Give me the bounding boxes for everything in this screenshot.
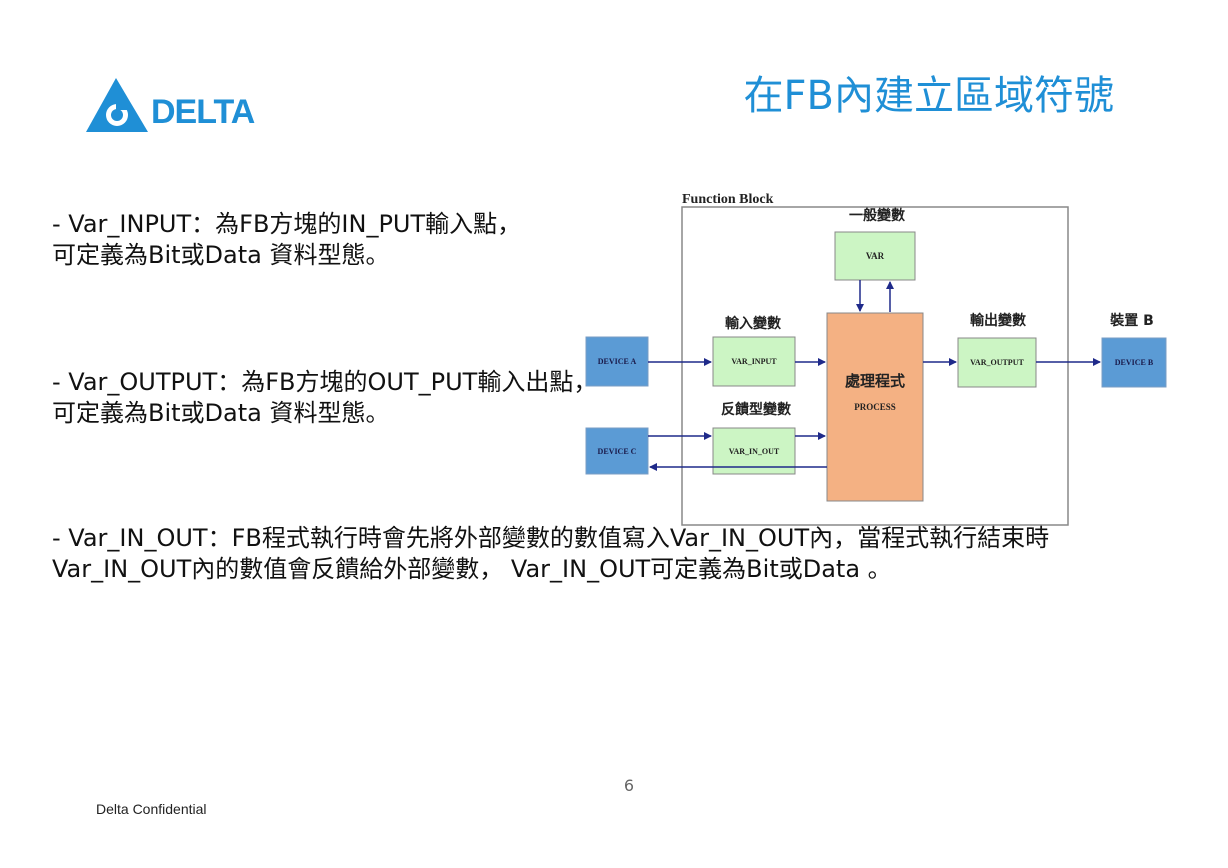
function-block-diagram: Function Block 一般變數 VAR 處理程式 PROCESS 輸入變… <box>585 192 1167 526</box>
delta-triangle-icon <box>86 78 148 132</box>
delta-logo: DELTA <box>86 78 266 134</box>
var-input-description: - Var_INPUT：為FB方塊的IN_PUT輸入點，可定義為Bit或Data… <box>52 210 522 269</box>
confidential-notice: Delta Confidential <box>96 801 207 817</box>
var-box <box>834 231 916 281</box>
device-a-label: DEVICE A <box>598 357 637 366</box>
device-b-label: DEVICE B <box>1115 358 1154 367</box>
page-number: 6 <box>623 776 635 795</box>
process-label: 處理程式 <box>845 372 905 390</box>
logo-wordmark: DELTA <box>151 93 255 131</box>
device-c-label: DEVICE C <box>598 447 637 456</box>
device-c-box <box>585 427 649 475</box>
device-b-box <box>1101 337 1167 388</box>
process-box <box>826 312 924 502</box>
var-box-label: VAR <box>866 251 885 261</box>
device-b-caption: 裝置 B <box>1109 312 1154 329</box>
var-output-description: - Var_OUTPUT：為FB方塊的OUT_PUT輸入出點，可定義為Bit或D… <box>52 368 598 427</box>
var-output-label: VAR_OUTPUT <box>970 358 1024 367</box>
var-in-out-label: VAR_IN_OUT <box>729 447 780 456</box>
var-input-box <box>712 336 796 387</box>
var-in-out-description: - Var_IN_OUT：FB程式執行時會先將外部變數的數值寫入Var_IN_O… <box>52 524 1050 583</box>
feedback-var-label: 反饋型變數 <box>721 401 791 418</box>
input-var-label: 輸入變數 <box>725 315 781 332</box>
device-a-box <box>585 336 649 387</box>
process-box-label: PROCESS <box>854 402 896 412</box>
output-var-label: 輸出變數 <box>970 312 1026 329</box>
general-var-label: 一般變數 <box>849 207 905 224</box>
function-block-title: Function Block <box>682 192 774 207</box>
var-input-label: VAR_INPUT <box>731 357 777 366</box>
slide-title: 在FB內建立區域符號 <box>743 73 1114 119</box>
